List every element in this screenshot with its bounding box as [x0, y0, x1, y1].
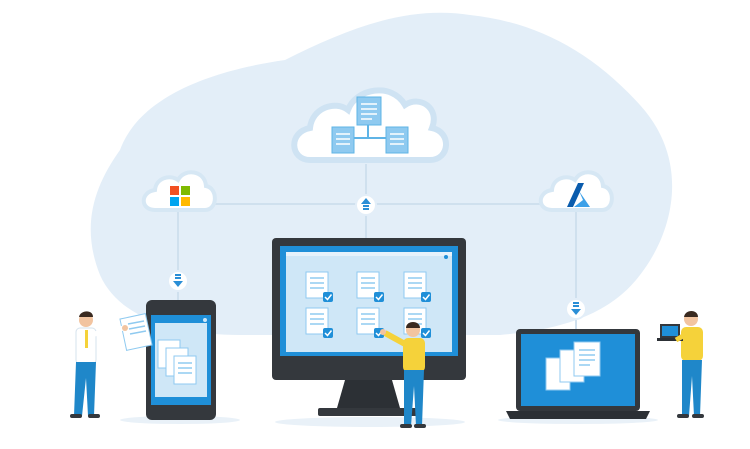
background-blob	[90, 12, 673, 335]
monitor-document-grid	[305, 271, 431, 338]
download-arrow-icon	[565, 298, 587, 320]
document-icon	[305, 307, 329, 335]
laptop-device	[506, 329, 650, 419]
download-arrow-icon	[167, 270, 189, 292]
desktop-monitor	[272, 238, 466, 416]
document-icon	[403, 271, 427, 299]
microsoft-logo-icon	[170, 186, 190, 206]
document-icon	[331, 126, 355, 154]
person-pointing	[380, 322, 426, 428]
azure-logo-icon	[567, 183, 590, 207]
document-icon	[545, 341, 601, 391]
document-icon	[385, 126, 409, 154]
person-with-papers	[70, 311, 153, 418]
checkmark-icon	[421, 328, 431, 338]
tablet-device	[146, 300, 216, 420]
document-icon	[356, 96, 382, 126]
checkmark-icon	[374, 292, 384, 302]
cloud-storage-icon	[291, 87, 449, 163]
azure-cloud	[538, 170, 614, 212]
person-with-laptop	[657, 311, 704, 418]
checkmark-icon	[323, 328, 333, 338]
document-icon	[157, 339, 197, 385]
document-icon	[305, 271, 329, 299]
checkmark-icon	[421, 292, 431, 302]
checkmark-icon	[323, 292, 333, 302]
document-icon	[356, 307, 380, 335]
upload-arrow-icon	[355, 194, 377, 216]
microsoft-cloud	[141, 170, 217, 212]
document-icon	[356, 271, 380, 299]
